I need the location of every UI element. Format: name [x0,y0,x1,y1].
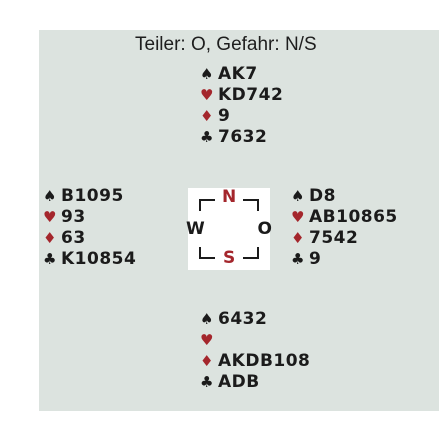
east-diamonds-row: ♦7542 [291,228,398,249]
spade-icon: ♠ [200,310,214,328]
south-clubs-row: ♣ADB [200,372,310,393]
south-hand: ♠6432 ♥ ♦AKDB108 ♣ADB [200,309,310,393]
west-spades-cards: B1095 [61,186,124,206]
club-icon: ♣ [200,373,214,391]
diamond-icon: ♦ [43,229,57,247]
compass-west: W [186,219,205,239]
south-spades-row: ♠6432 [200,309,310,330]
west-hearts-row: ♥93 [43,207,136,228]
west-clubs-cards: K10854 [61,249,137,269]
east-hearts-cards: AB10865 [309,207,398,227]
south-hearts-row: ♥ [200,330,310,351]
compass-north: N [222,187,237,207]
deal-header: Teiler: O, Gefahr: N/S [135,34,317,55]
corner-bracket [243,247,259,259]
diamond-icon: ♦ [200,107,214,125]
corner-bracket [199,247,215,259]
north-spades-row: ♠AK7 [200,64,283,85]
north-clubs-cards: 7632 [218,127,268,147]
west-diamonds-row: ♦63 [43,228,136,249]
south-clubs-cards: ADB [218,372,260,392]
west-spades-row: ♠B1095 [43,186,136,207]
south-diamonds-row: ♦AKDB108 [200,351,310,372]
diamond-icon: ♦ [291,229,305,247]
club-icon: ♣ [43,250,57,268]
compass-rose: N S W O [186,187,272,270]
north-diamonds-cards: 9 [218,106,231,126]
heart-icon: ♥ [200,331,214,349]
compass-south: S [223,248,236,268]
north-diamonds-row: ♦9 [200,106,283,127]
east-clubs-row: ♣9 [291,249,398,270]
heart-icon: ♥ [291,208,305,226]
compass-east: O [257,219,272,239]
east-hearts-row: ♥AB10865 [291,207,398,228]
bridge-diagram: Teiler: O, Gefahr: N/S ♠AK7 ♥KD742 ♦9 ♣7… [39,30,439,411]
club-icon: ♣ [291,250,305,268]
club-icon: ♣ [200,128,214,146]
south-spades-cards: 6432 [218,309,268,329]
west-hand: ♠B1095 ♥93 ♦63 ♣K10854 [43,186,136,270]
west-clubs-row: ♣K10854 [43,249,136,270]
east-clubs-cards: 9 [309,249,322,269]
west-hearts-cards: 93 [61,207,86,227]
east-diamonds-cards: 7542 [309,228,359,248]
corner-bracket [243,199,259,211]
heart-icon: ♥ [43,208,57,226]
east-spades-cards: D8 [309,186,336,206]
spade-icon: ♠ [43,187,57,205]
heart-icon: ♥ [200,86,214,104]
east-spades-row: ♠D8 [291,186,398,207]
north-hand: ♠AK7 ♥KD742 ♦9 ♣7632 [200,64,283,148]
north-clubs-row: ♣7632 [200,127,283,148]
west-diamonds-cards: 63 [61,228,86,248]
north-spades-cards: AK7 [218,64,258,84]
diamond-icon: ♦ [200,352,214,370]
north-hearts-row: ♥KD742 [200,85,283,106]
spade-icon: ♠ [291,187,305,205]
south-diamonds-cards: AKDB108 [218,351,311,371]
north-hearts-cards: KD742 [218,85,284,105]
spade-icon: ♠ [200,65,214,83]
corner-bracket [199,199,215,211]
east-hand: ♠D8 ♥AB10865 ♦7542 ♣9 [291,186,398,270]
